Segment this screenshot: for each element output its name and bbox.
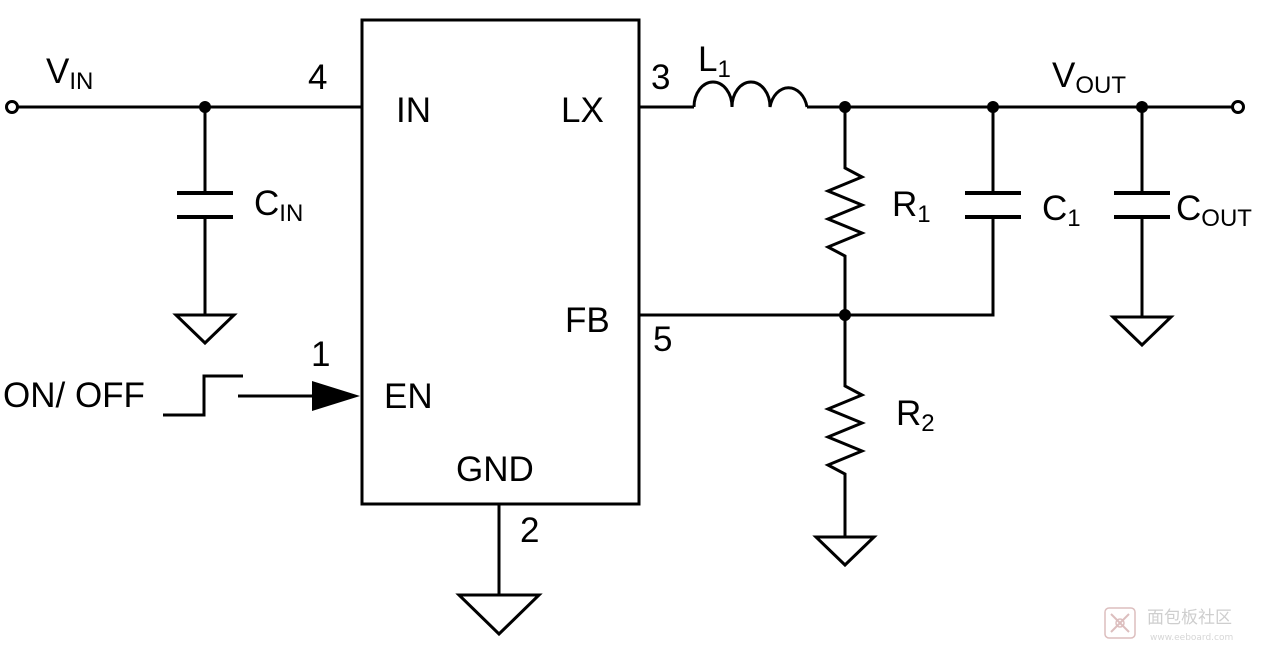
resistor-r2	[824, 315, 866, 537]
r2-ground-symbol	[812, 535, 878, 568]
vin-label: VIN	[46, 52, 93, 95]
pin-number-fb: 5	[653, 320, 672, 359]
cout-label: COUT	[1176, 189, 1252, 232]
watermark-url: www.eeboard.com	[1150, 633, 1233, 643]
ic-ground-symbol	[455, 593, 543, 637]
pin-label-gnd: GND	[456, 450, 534, 489]
r2-label: R2	[896, 394, 935, 437]
pin-label-lx: LX	[561, 91, 604, 130]
c1-capacitor	[845, 107, 1021, 317]
resistor-r1	[824, 107, 866, 315]
inductor-l1-coil	[692, 80, 809, 108]
pin-label-en: EN	[384, 377, 433, 416]
watermark: 面包板社区 www.eeboard.com	[1104, 607, 1233, 643]
cin-label: CIN	[254, 184, 303, 227]
c1-label: C1	[1042, 189, 1081, 232]
cout-capacitor	[1114, 107, 1170, 317]
cout-ground-symbol	[1109, 315, 1175, 348]
pin-label-fb: FB	[565, 301, 610, 340]
enable-step-waveform	[163, 374, 243, 417]
pin-label-in: IN	[396, 91, 431, 130]
vout-label: VOUT	[1052, 56, 1126, 99]
watermark-logo-icon	[1104, 607, 1136, 639]
enable-signal-label: ON/ OFF	[3, 376, 145, 415]
l1-label: L1	[698, 40, 731, 83]
watermark-text: 面包板社区	[1147, 608, 1232, 628]
pin-number-en: 1	[311, 335, 330, 374]
vout-terminal	[1231, 100, 1245, 114]
pin-number-lx: 3	[651, 58, 670, 97]
cin-capacitor	[177, 107, 233, 315]
vin-terminal	[5, 100, 19, 114]
cin-ground-symbol	[172, 313, 238, 346]
enable-arrow-icon	[312, 381, 360, 411]
pin-number-in: 4	[308, 58, 327, 97]
pin-number-gnd: 2	[520, 511, 539, 550]
r1-label: R1	[892, 185, 931, 228]
